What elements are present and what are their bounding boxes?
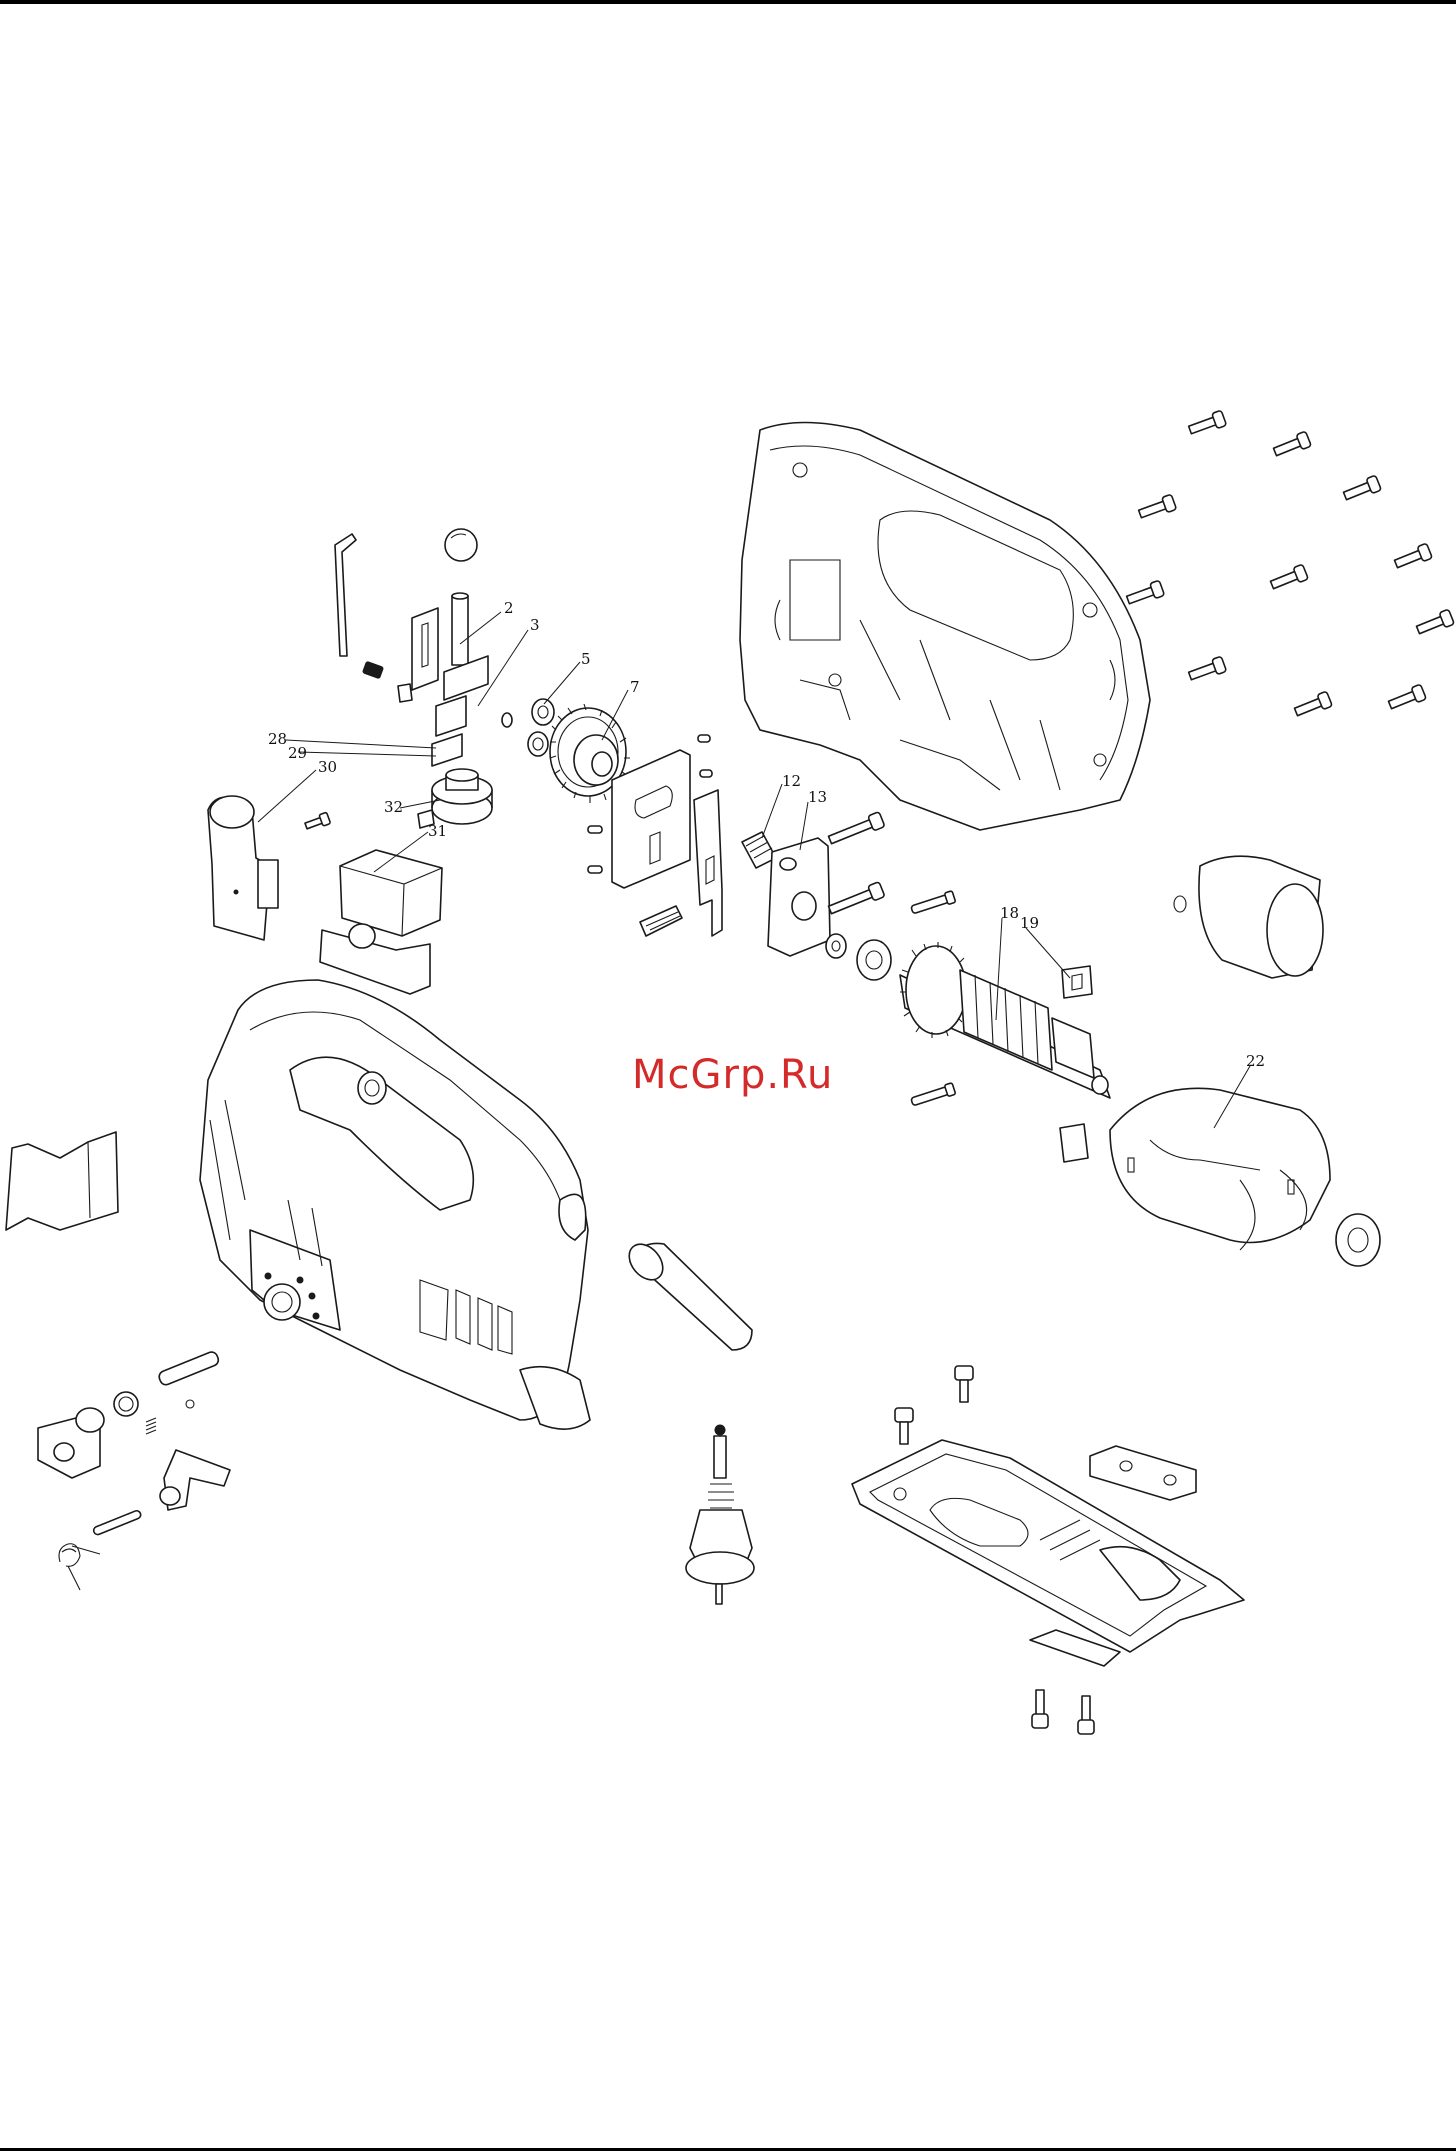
spring-small [146, 1418, 156, 1434]
label-32: 32 [384, 798, 403, 816]
label-2: 2 [504, 599, 514, 617]
washer-armature [826, 934, 846, 958]
label-29: 29 [288, 744, 307, 762]
torsion-spring [59, 1544, 100, 1590]
armature-18 [900, 942, 1110, 1098]
housing-half-right [740, 423, 1150, 831]
label-28: 28 [268, 730, 287, 748]
label-5: 5 [581, 650, 591, 668]
guide-ball [445, 529, 477, 561]
set-screw [362, 661, 383, 678]
dust-chute [6, 1132, 118, 1230]
label-3: 3 [530, 616, 540, 634]
label-31: 31 [428, 822, 447, 840]
long-screw-lower [827, 882, 885, 918]
bearing-5 [532, 699, 554, 725]
rocker-bracket-13 [768, 838, 830, 956]
stator-22 [1110, 1088, 1330, 1250]
label-19: 19 [1020, 914, 1039, 932]
lever-bracket [160, 1450, 230, 1510]
blade-support-30 [208, 796, 278, 940]
lever-pin [157, 1350, 220, 1386]
watermark-text: McGrp.Ru [632, 1052, 833, 1098]
switch-31 [320, 850, 442, 994]
washer-small [502, 713, 512, 727]
pivot-pin [93, 1510, 142, 1536]
carbon-brush-lower [1060, 1124, 1088, 1162]
bearing-front [857, 940, 891, 980]
cord-strain-relief [686, 1425, 754, 1604]
pendulum-knob [38, 1408, 104, 1478]
bearing-rear [1336, 1214, 1380, 1266]
retaining-ring [114, 1392, 138, 1416]
carbon-brush-19 [1062, 966, 1092, 998]
blade-clamp-block [432, 656, 488, 766]
plunger-rod [452, 593, 468, 665]
washer-5 [528, 732, 548, 756]
small-screw-30 [304, 812, 331, 831]
housing-screws [1125, 410, 1454, 719]
slide-bar [694, 790, 722, 936]
long-screw-upper [827, 812, 885, 848]
dust-nozzle [622, 1238, 752, 1350]
label-13: 13 [808, 788, 827, 806]
tool-housing-main [200, 980, 590, 1429]
label-7: 7 [630, 678, 640, 696]
rod-guide-plate [612, 750, 690, 888]
label-22: 22 [1246, 1052, 1265, 1070]
small-ball [186, 1400, 194, 1408]
reciprocating-head [432, 769, 492, 824]
label-18: 18 [1000, 904, 1019, 922]
small-pin [398, 684, 412, 702]
felt-pad [640, 906, 682, 936]
hex-key [335, 534, 356, 656]
base-bracket-upper [1090, 1446, 1196, 1500]
label-30: 30 [318, 758, 337, 776]
label-12: 12 [782, 772, 801, 790]
guide-plate-small [412, 608, 438, 690]
motor-end-cap [1174, 856, 1323, 978]
